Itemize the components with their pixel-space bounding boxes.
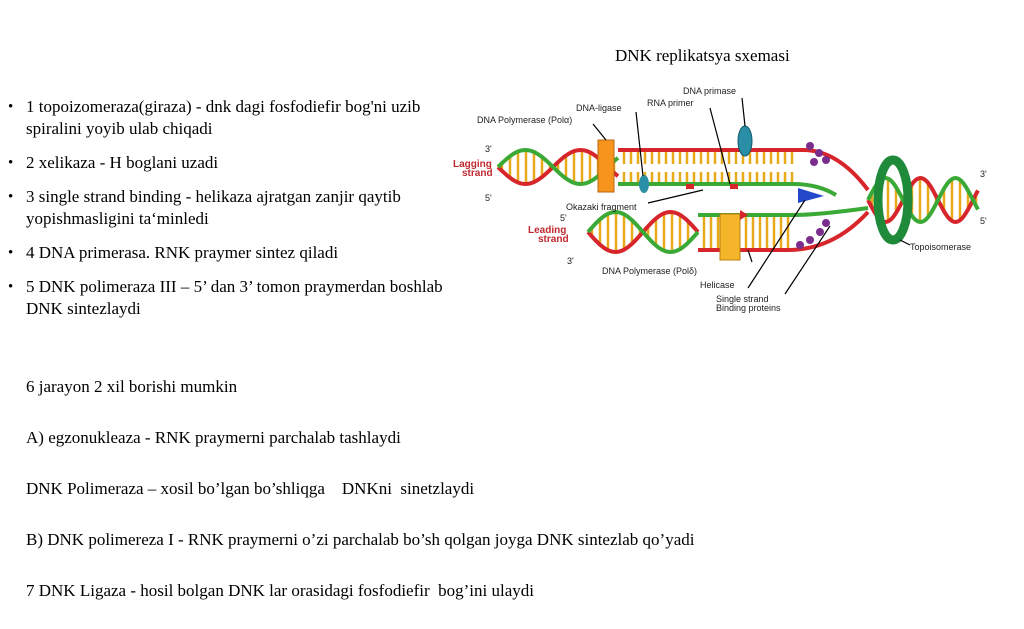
label-5-prime: 5' <box>485 193 492 203</box>
bullet-item: • 3 single strand binding - helikaza ajra… <box>8 186 448 230</box>
label-dna-polymerase-alpha: DNA Polymerase (Polα) <box>477 115 572 125</box>
dna-polymerase-delta-icon <box>719 213 741 261</box>
topoisomerase-icon <box>873 155 913 245</box>
ssb-protein-icon <box>816 228 824 236</box>
bullet-dot-icon: • <box>8 99 14 115</box>
rna-primer-icon <box>686 184 694 189</box>
bullet-dot-icon: • <box>8 245 14 261</box>
dna-strands <box>496 147 980 255</box>
parent-strand <box>866 175 980 225</box>
bullet-text: 5 DNK polimeraza III – 5’ dan 3’ tomon p… <box>26 277 443 318</box>
dna-primase-icon <box>737 125 753 157</box>
bullet-dot-icon: • <box>8 279 14 295</box>
process-description: 6 jarayon 2 xil borishi mumkin A) egzonu… <box>26 348 694 629</box>
label-3-prime: 3' <box>567 256 574 266</box>
label-leading-strand: strand <box>538 234 569 245</box>
ssb-protein-icon <box>796 241 804 249</box>
ssb-protein-icon <box>806 142 814 150</box>
label-3-prime: 3' <box>980 169 987 179</box>
ssb-protein-icon <box>810 158 818 166</box>
ssb-protein-icon <box>806 236 814 244</box>
dna-replication-diagram: DNA primase RNA primer DNA-ligase DNA Po… <box>453 86 987 313</box>
label-leading-strand: Leading <box>528 225 566 236</box>
bullet-item: • 4 DNA primerasa. RNK praymer sintez qil… <box>8 242 448 264</box>
leading-strand <box>586 209 700 255</box>
paragraph-line: B) DNK polimereza I - RNK praymerni o’zi… <box>26 529 695 549</box>
ssb-proteins <box>796 142 830 249</box>
bullet-text: 3 single strand binding - helikaza ajrat… <box>26 187 401 228</box>
label-helicase: Helicase <box>700 280 735 290</box>
dna-polymerase-alpha-icon <box>597 139 615 193</box>
template-strand <box>698 210 870 252</box>
leader-lines <box>592 97 911 295</box>
label-rna-primer: RNA primer <box>647 98 694 108</box>
label-dna-ligase: DNA-ligase <box>576 103 622 113</box>
bullet-item: • 2 xelikaza - H boglani uzadi <box>8 152 448 174</box>
helicase-icon <box>798 188 824 203</box>
bullet-text: 4 DNA primerasa. RNK praymer sintez qila… <box>26 243 339 262</box>
rna-primer-icon <box>730 184 738 189</box>
dna-ligase-icon <box>639 175 649 193</box>
ssb-protein-icon <box>822 219 830 227</box>
slide-title: DNK replikatsya sxemasi <box>615 46 790 65</box>
label-dna-primase: DNA primase <box>683 86 736 96</box>
paragraph-line: 7 DNK Ligaza - hosil bolgan DNK lar oras… <box>26 580 534 600</box>
label-lagging-strand: Lagging <box>453 159 492 170</box>
label-dna-polymerase-delta: DNA Polymerase (Polδ) <box>602 266 697 276</box>
parent-strand <box>866 175 980 225</box>
label-lagging-strand: strand <box>462 168 493 179</box>
label-ssb: Single strand <box>716 294 769 304</box>
paragraph-line: DNK Polimeraza – xosil bo’lgan bo’shliqg… <box>26 478 475 498</box>
bullet-dot-icon: • <box>8 189 14 205</box>
bullet-item: • 1 topoizomeraza(giraza) - dnk dagi fosf… <box>8 96 448 140</box>
label-topoisomerase: Topoisomerase <box>910 242 971 252</box>
label-okazaki-fragment: Okazaki fragment <box>566 202 637 212</box>
bullet-dot-icon: • <box>8 155 14 171</box>
label-5-prime: 5' <box>560 213 567 223</box>
template-strand <box>618 182 838 197</box>
bullet-list: • 1 topoizomeraza(giraza) - dnk dagi fosf… <box>8 96 448 332</box>
template-strand <box>698 206 869 217</box>
ssb-protein-icon <box>815 149 823 157</box>
bullet-text: 2 xelikaza - H boglani uzadi <box>26 153 219 172</box>
ssb-protein-icon <box>822 156 830 164</box>
paragraph-line: 6 jarayon 2 xil borishi mumkin <box>26 376 238 396</box>
label-ssb: Binding proteins <box>716 303 781 313</box>
leading-direction-arrow-icon <box>740 210 748 220</box>
paragraph-line: A) egzonukleaza - RNK praymerni parchala… <box>26 427 401 447</box>
label-3-prime: 3' <box>485 144 492 154</box>
bullet-item: • 5 DNK polimeraza III – 5’ dan 3’ tomon … <box>8 276 448 320</box>
label-5-prime: 5' <box>980 216 987 226</box>
template-strand <box>618 148 870 192</box>
bullet-text: 1 topoizomeraza(giraza) - dnk dagi fosfo… <box>26 97 421 138</box>
